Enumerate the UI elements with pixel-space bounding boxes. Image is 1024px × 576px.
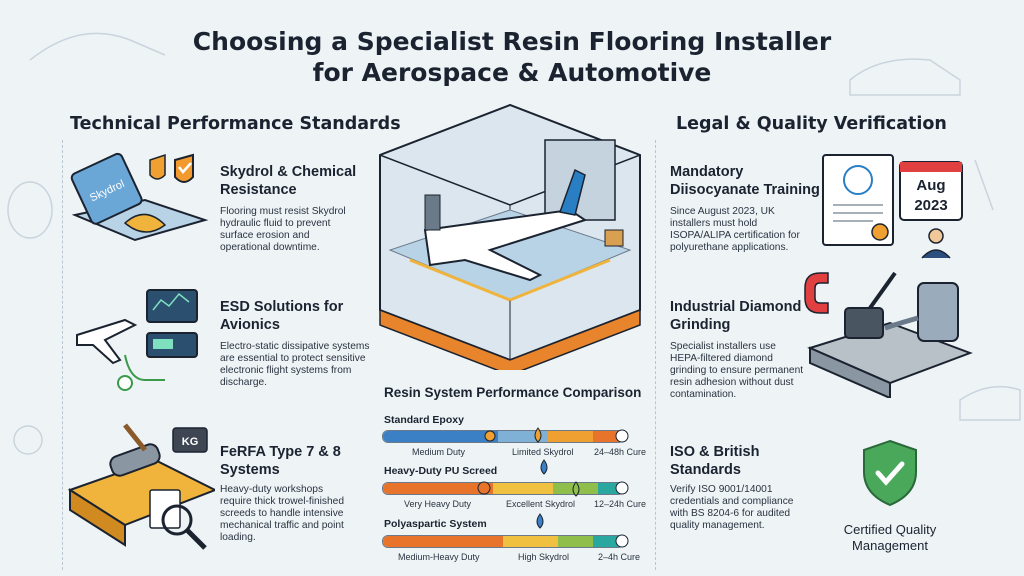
clock-icon	[615, 481, 629, 495]
skydrol-body-1: Flooring must resist Skydrol	[220, 206, 346, 217]
gear-icon	[484, 430, 496, 442]
skydrol-body-4: operational downtime.	[220, 242, 320, 253]
calendar-month: Aug	[916, 177, 945, 194]
esd-heading-2: Avionics	[220, 317, 280, 333]
esd-body-4: discharge.	[220, 377, 268, 388]
pu-screed-duty: Very Heavy Duty	[404, 499, 472, 509]
diisocyanate-body-2: installers must hold	[670, 218, 758, 229]
grinding-heading-2: Grinding	[670, 317, 731, 333]
grinding-body-1: Specialist installers use	[670, 341, 776, 352]
diisocyanate-heading-1: Mandatory	[670, 164, 744, 180]
award-ribbon-icon	[871, 223, 889, 241]
certified-line2: Management	[852, 538, 928, 553]
skydrol-heading-1: Skydrol & Chemical	[220, 164, 357, 180]
ferfa-body-3: screeds to handle intensive	[220, 508, 344, 519]
page-title-line2: for Aerospace & Automotive	[312, 58, 712, 87]
bg-gear-icon	[13, 425, 43, 455]
right-section-heading: Legal & Quality Verification	[676, 114, 947, 134]
skydrol-body-3: surface erosion and	[220, 230, 310, 241]
screed-roller-icon: KG	[67, 423, 215, 550]
magnifier-icon	[161, 504, 193, 536]
right-divider	[655, 140, 656, 570]
pu-screed-label: Heavy-Duty PU Screed	[384, 465, 498, 477]
bg-engine-icon	[7, 181, 53, 239]
standard-epoxy-cure: 24–48h Cure	[594, 447, 647, 457]
left-section-heading: Technical Performance Standards	[70, 114, 401, 134]
page-title-line1: Choosing a Specialist Resin Flooring Ins…	[192, 27, 832, 56]
iso-body-3: with BS 8204-6 for audited	[670, 508, 791, 519]
magnet-icon	[804, 272, 829, 314]
shield-icon	[149, 153, 166, 180]
ground-icon	[117, 375, 133, 391]
pu-screed-skydrol: Excellent Skydrol	[506, 499, 576, 509]
droplet-icon	[536, 513, 544, 529]
iso-body-4: quality management.	[670, 520, 765, 531]
hangar-illustration	[379, 103, 641, 370]
diisocyanate-body-3: ISOPA/ALIPA certification for	[670, 230, 800, 241]
iso-body-2: credentials and compliance	[670, 496, 794, 507]
droplet-icon	[540, 459, 548, 475]
clock-icon	[615, 429, 629, 443]
person-icon	[928, 228, 944, 244]
left-divider	[62, 140, 63, 570]
polyaspartic-label: Polyaspartic System	[384, 518, 487, 530]
checklist-icon	[149, 489, 181, 529]
certificate-icon: Aug 2023	[822, 154, 963, 259]
polyaspartic-duty: Medium-Heavy Duty	[398, 552, 480, 562]
ferfa-body-4: mechanical traffic and point	[220, 520, 344, 531]
ferfa-heading-2: Systems	[220, 462, 280, 478]
certified-line1: Certified Quality	[843, 522, 937, 537]
gear-icon	[477, 481, 491, 495]
diisocyanate-body-1: Since August 2023, UK	[670, 206, 775, 217]
diamond-grinder-icon	[804, 271, 973, 398]
hepa-vacuum-icon	[917, 282, 959, 342]
standard-epoxy-duty: Medium Duty	[412, 447, 466, 457]
bar-markers	[477, 427, 629, 548]
bg-wrench-icon	[974, 159, 994, 211]
standard-epoxy-label: Standard Epoxy	[384, 414, 464, 426]
polyaspartic-skydrol: High Skydrol	[518, 552, 570, 562]
skydrol-body-2: hydraulic fluid to prevent	[220, 218, 331, 229]
certified-shield-icon	[863, 439, 917, 507]
esd-heading-1: ESD Solutions for	[220, 299, 344, 315]
equipment-icon	[424, 194, 441, 231]
esd-body-3: electronic flight systems from	[220, 365, 352, 376]
pu-screed-cure: 12–24h Cure	[594, 499, 647, 509]
comparison-heading: Resin System Performance Comparison	[384, 385, 642, 400]
droplet-icon	[572, 481, 580, 497]
iso-heading-1: ISO & British	[670, 444, 760, 460]
grinding-body-2: HEPA-filtered diamond	[670, 353, 773, 364]
iso-body-1: Verify ISO 9001/14001	[670, 484, 773, 495]
clock-icon	[615, 534, 629, 548]
ferfa-heading-1: FeRFA Type 7 & 8	[220, 444, 341, 460]
svg-text:KG: KG	[182, 436, 199, 448]
ferfa-body-5: loading.	[220, 532, 256, 543]
diisocyanate-body-4: polyurethane applications.	[670, 242, 789, 253]
iso-heading-2: Standards	[670, 462, 741, 478]
grinding-body-4: resin adhesion without dust	[670, 377, 794, 388]
skydrol-can-icon: Skydrol	[70, 152, 209, 242]
esd-body-2: are essential to protect sensitive	[220, 353, 366, 364]
droplet-icon	[534, 427, 542, 443]
grinding-body-3: grinding to ensure permanent	[670, 365, 804, 376]
grinding-body-5: contamination.	[670, 389, 737, 400]
diisocyanate-heading-2: Diisocyanate Training	[670, 182, 820, 198]
ferfa-body-2: require thick trowel-finished	[220, 496, 345, 507]
airplane-icon	[76, 318, 138, 365]
skydrol-heading-2: Resistance	[220, 182, 297, 198]
polyaspartic-cure: 2–4h Cure	[598, 552, 641, 562]
grinding-heading-1: Industrial Diamond	[670, 299, 802, 315]
standard-epoxy-skydrol: Limited Skydrol	[512, 447, 574, 457]
calendar-year: 2023	[914, 197, 947, 214]
weight-icon	[172, 427, 208, 453]
ferfa-body-1: Heavy-duty workshops	[220, 484, 324, 495]
esd-body-1: Electro-static dissipative systems	[220, 341, 370, 352]
esd-avionics-icon	[76, 289, 198, 391]
